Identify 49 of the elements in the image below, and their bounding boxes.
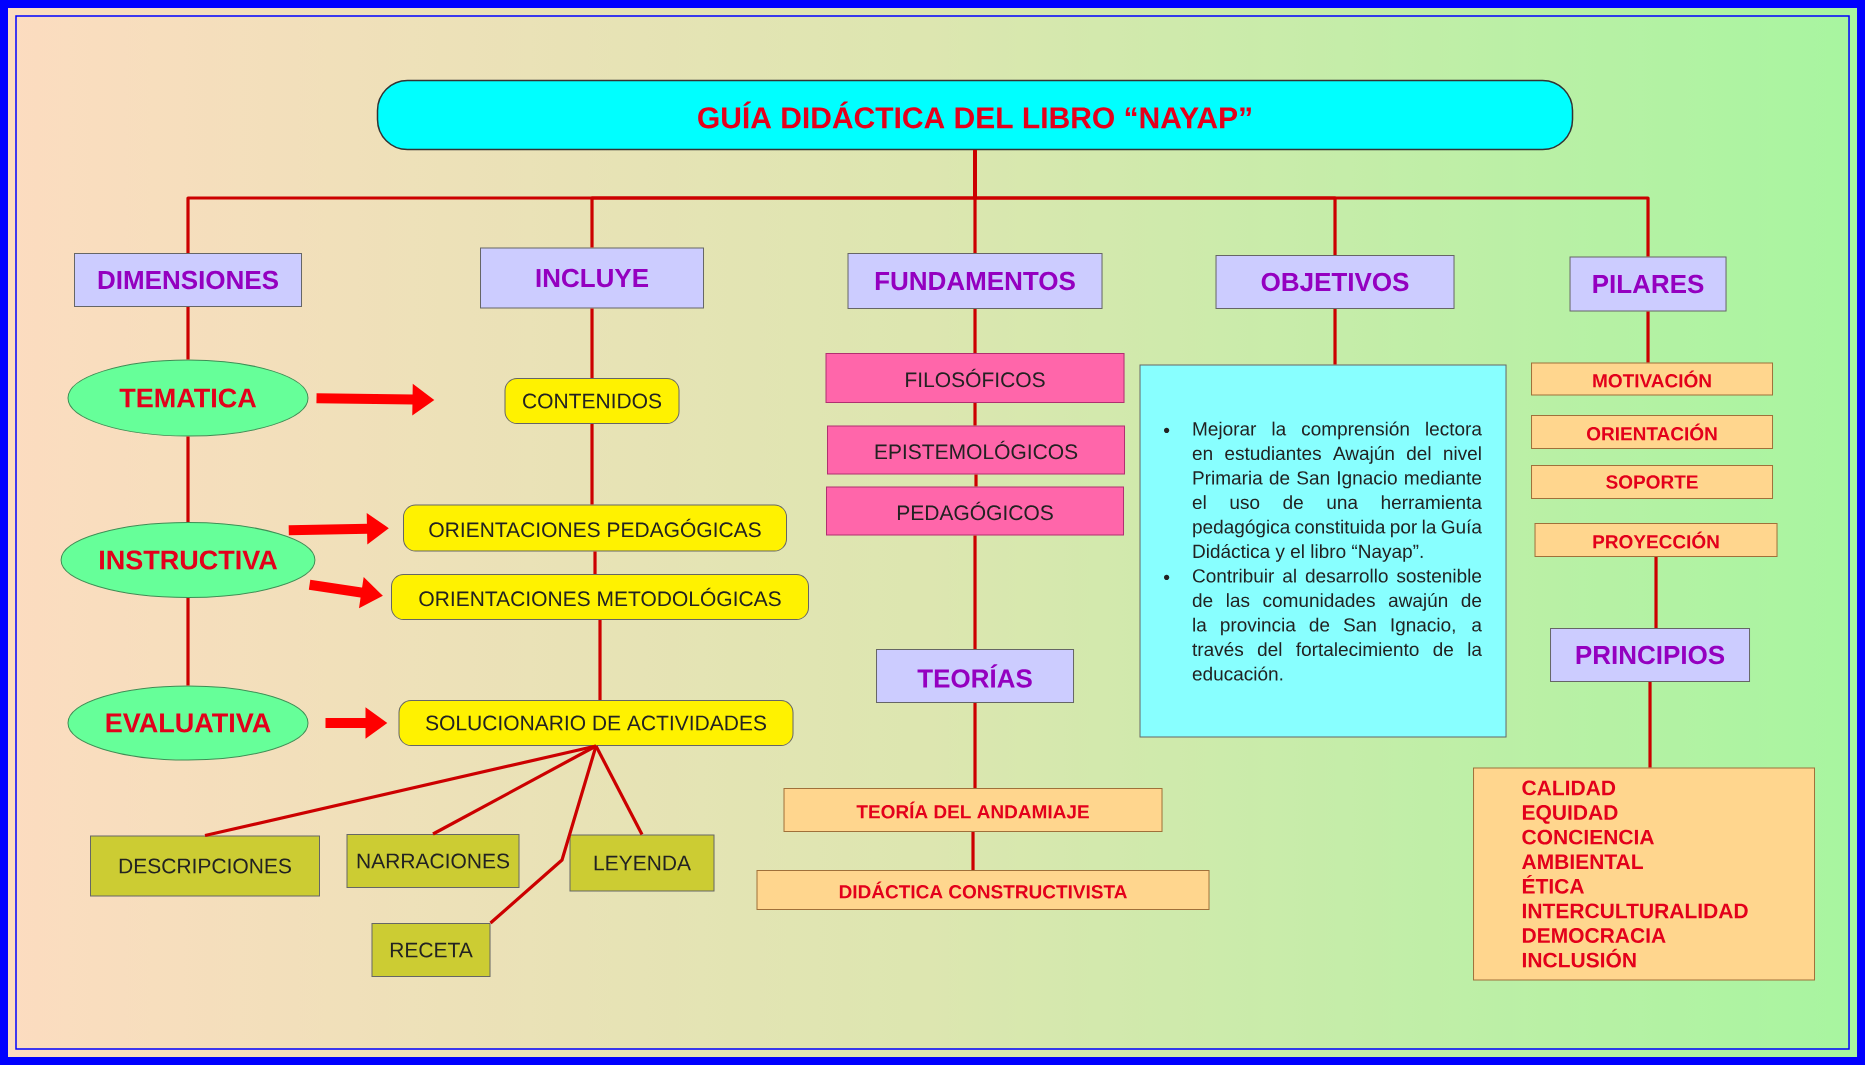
label-box: TEORÍA DEL ANDAMIAJE — [783, 788, 1163, 832]
label-box: SOPORTE — [1531, 465, 1774, 499]
heading-box: OBJETIVOS — [1215, 255, 1455, 309]
foundation-box: FILOSÓFICOS — [825, 353, 1125, 403]
foundation-box: EPISTEMOLÓGICOS — [827, 425, 1125, 475]
connector-line — [974, 474, 978, 487]
connector-line — [204, 744, 597, 838]
connector-line — [489, 745, 598, 925]
heading-box: PILARES — [1569, 256, 1727, 312]
connector-line — [593, 551, 597, 574]
foundation-box: PEDAGÓGICOS — [826, 486, 1124, 536]
connector-line — [590, 308, 594, 378]
heading-box: DIMENSIONES — [74, 253, 302, 307]
text-type-box: DESCRIPCIONES — [90, 835, 320, 897]
label-box: PROYECCIÓN — [1534, 523, 1778, 557]
connector-line — [973, 703, 977, 788]
connector-line — [590, 424, 594, 505]
connector-line — [1648, 682, 1652, 768]
content-box: CONTENIDOS — [504, 378, 680, 424]
connector-line — [971, 832, 975, 870]
objectives-box: Mejorar la comprensión lectora en estudiantes Awajún del nivel Primaria de San Ignacio mediante el uso de una herramienta pedagógica constituida por la Guía Didáctica y el libro “Nayap”. Contribuir al desarrollo sostenible de las comunidades awajún de la provincia de San Ignacio, a través del fortalecimiento de la educación. — [1139, 364, 1507, 738]
connector-line — [432, 744, 597, 836]
label-box: MOTIVACIÓN — [1531, 362, 1774, 396]
connector-line — [1654, 557, 1658, 628]
heading-box: FUNDAMENTOS — [847, 253, 1103, 309]
text-type-box: LEYENDA — [569, 834, 715, 892]
heading-box: PRINCIPIOS — [1550, 628, 1751, 682]
connector-line — [973, 150, 1650, 257]
title-box: GUÍA DIDÁCTICA DEL LIBRO “NAYAP” — [376, 79, 1574, 151]
text-type-box: RECETA — [371, 923, 491, 977]
connector-line — [973, 535, 977, 649]
text-type-box: NARRACIONES — [346, 834, 520, 888]
connector-line — [594, 745, 644, 836]
connector-line — [1333, 309, 1337, 365]
connector-line — [186, 436, 190, 522]
connector-line — [186, 307, 190, 360]
heading-box: TEORÍAS — [876, 649, 1074, 703]
heading-box: INCLUYE — [480, 247, 704, 309]
content-box: SOLUCIONARIO DE ACTIVIDADES — [398, 700, 794, 746]
label-box: ORIENTACIÓN — [1531, 415, 1774, 449]
connector-line — [1646, 311, 1650, 363]
principles-box: CALIDAD EQUIDAD CONCIENCIA AMBIENTAL ÉTICA INTERCULTURALIDAD DEMOCRACIA INCLUSIÓN — [1473, 767, 1816, 981]
label-box: DIDÁCTICA CONSTRUCTIVISTA — [756, 870, 1210, 910]
content-box: ORIENTACIONES METODOLÓGICAS — [391, 574, 809, 620]
connector-line — [186, 598, 190, 686]
connector-line — [973, 403, 977, 426]
content-box: ORIENTACIONES PEDAGÓGICAS — [403, 504, 787, 552]
connector-line — [973, 309, 977, 353]
connector-line — [598, 620, 602, 700]
